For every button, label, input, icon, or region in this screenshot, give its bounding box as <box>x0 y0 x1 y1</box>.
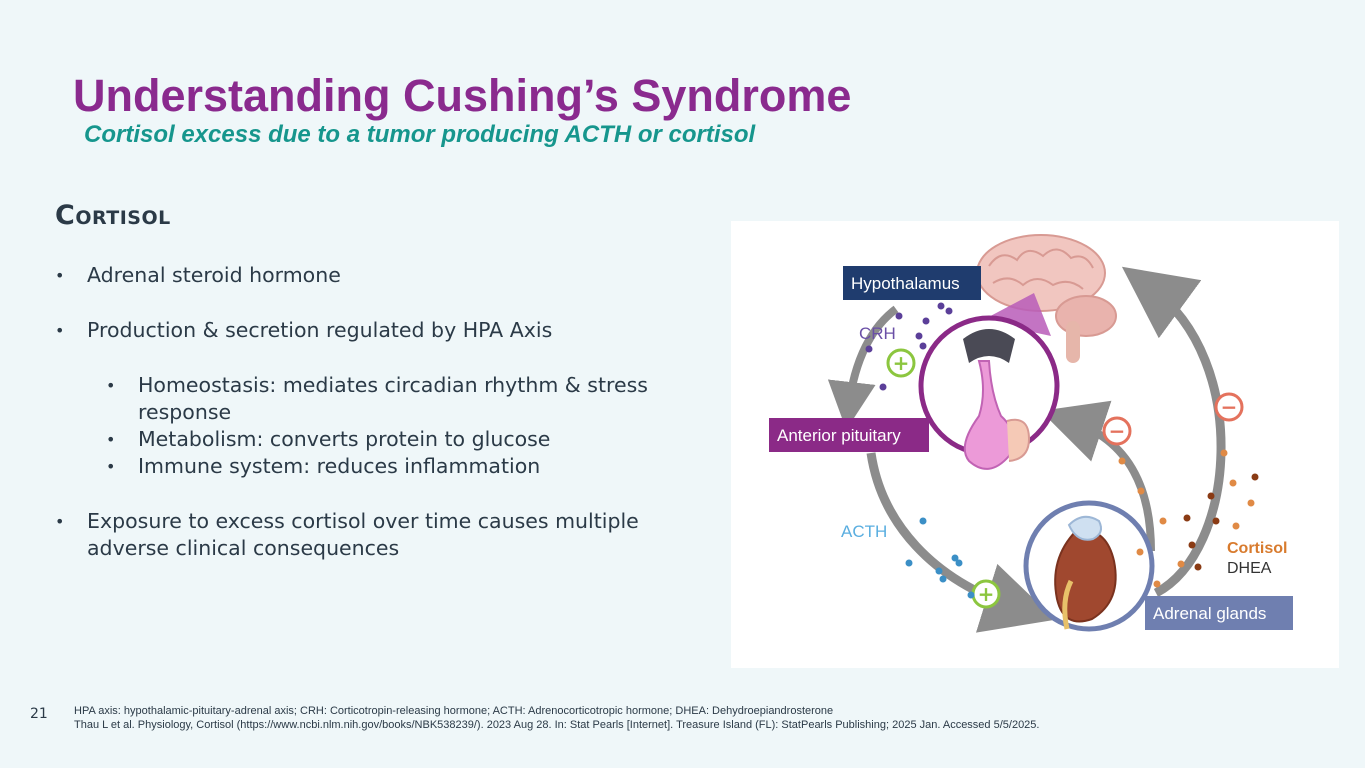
bullet-item: • Exposure to excess cortisol over time … <box>55 508 725 562</box>
pituitary-illustration <box>918 315 1060 470</box>
footnote-abbreviations: HPA axis: hypothalamic-pituitary-adrenal… <box>74 705 834 717</box>
hpa-axis-diagram: Hypothalamus Anterior pituitary Adrenal … <box>769 234 1293 633</box>
bullet-item: • Production & secretion regulated by HP… <box>55 317 725 344</box>
bullet-marker: • <box>55 266 65 285</box>
bullet-marker: • <box>106 376 116 395</box>
pituitary-zoom-connector <box>981 293 1051 336</box>
slide-number: 21 <box>30 706 48 722</box>
brain-illustration <box>976 234 1117 363</box>
svg-text:−: − <box>1221 395 1238 419</box>
svg-text:+: + <box>893 351 910 375</box>
bullet-list: • Adrenal steroid hormone • Production &… <box>55 262 725 562</box>
slide-subtitle: Cortisol excess due to a tumor producing… <box>84 121 756 148</box>
inner-feedback-arrow <box>1040 400 1155 552</box>
slide-title: Understanding Cushing’s Syndrome <box>73 70 852 121</box>
dhea-particles <box>1183 473 1259 571</box>
acth-arrow <box>866 452 1056 633</box>
acth-label: ACTH <box>841 522 887 541</box>
hypothalamus-label: Hypothalamus <box>843 266 981 300</box>
svg-text:Anterior pituitary: Anterior pituitary <box>777 426 901 445</box>
svg-text:Adrenal glands: Adrenal glands <box>1153 604 1266 623</box>
bullet-text: Production & secretion regulated by HPA … <box>87 318 553 342</box>
cortisol-particles <box>1118 449 1255 588</box>
cortisol-label: Cortisol <box>1227 540 1287 557</box>
plus-sign-icon: + <box>886 348 916 378</box>
sub-bullet-text: Homeostasis: mediates circadian rhythm &… <box>138 373 648 424</box>
dhea-label: DHEA <box>1227 560 1272 577</box>
bullet-text: Exposure to excess cortisol over time ca… <box>87 509 639 560</box>
svg-text:+: + <box>978 582 995 606</box>
footnote-citation: Thau L et al. Physiology, Cortisol (http… <box>74 719 1040 731</box>
sub-bullet-item: • Metabolism: converts protein to glucos… <box>106 426 725 453</box>
anterior-pituitary-label: Anterior pituitary <box>769 418 929 452</box>
bullet-marker: • <box>106 430 116 449</box>
hpa-axis-figure: Hypothalamus Anterior pituitary Adrenal … <box>731 221 1339 668</box>
bullet-text: Adrenal steroid hormone <box>87 263 341 287</box>
bullet-marker: • <box>55 512 65 531</box>
section-heading: Cortisol <box>55 200 171 231</box>
svg-text:Hypothalamus: Hypothalamus <box>851 274 960 293</box>
minus-sign-icon: − <box>1102 416 1132 446</box>
crh-label: CRH <box>859 324 896 343</box>
plus-sign-icon: + <box>971 579 1001 609</box>
bullet-item: • Adrenal steroid hormone <box>55 262 725 289</box>
sub-bullet-item: • Homeostasis: mediates circadian rhythm… <box>106 372 725 426</box>
sub-bullet-item: • Immune system: reduces inflammation <box>106 453 725 480</box>
sub-bullet-text: Metabolism: converts protein to glucose <box>138 427 551 451</box>
svg-text:−: − <box>1109 419 1126 443</box>
adrenal-illustration <box>1023 500 1155 632</box>
sub-bullet-text: Immune system: reduces inflammation <box>138 454 541 478</box>
outer-feedback-arrow <box>1121 266 1226 597</box>
bullet-marker: • <box>106 457 116 476</box>
crh-arrow <box>827 305 899 430</box>
adrenal-glands-label: Adrenal glands <box>1145 596 1293 630</box>
bullet-marker: • <box>55 321 65 340</box>
crh-particles <box>865 302 953 391</box>
footnotes: HPA axis: hypothalamic-pituitary-adrenal… <box>74 704 1039 732</box>
acth-particles <box>905 517 975 599</box>
minus-sign-icon: − <box>1214 392 1244 422</box>
